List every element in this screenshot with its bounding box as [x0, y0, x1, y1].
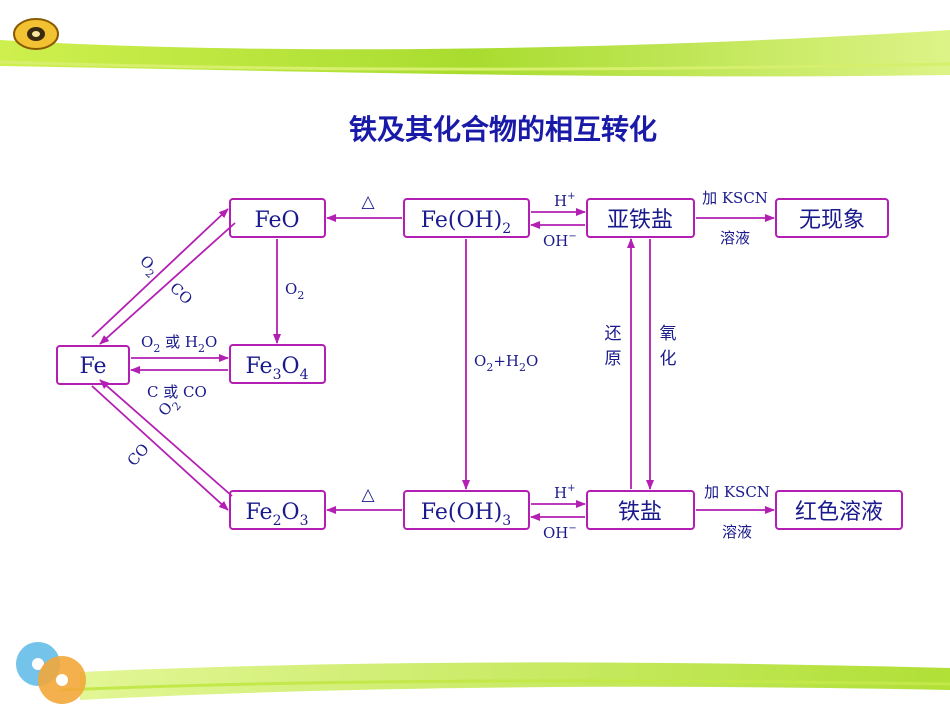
- label-reduce-1: 还: [605, 324, 622, 344]
- label-fe3o4-fe: C 或 CO: [147, 383, 207, 401]
- page-title: 铁及其化合物的相互转化: [349, 113, 657, 146]
- label-reduce-2: 原: [605, 349, 622, 369]
- node-fe3o4: Fe3O4: [229, 344, 326, 384]
- label-fe-fe3o4: O2 或 H2O: [141, 333, 217, 355]
- label-h-plus-top: H+: [554, 191, 575, 210]
- label-heat-bottom: △: [361, 485, 375, 505]
- node-ferric-salt-label: 铁盐: [618, 500, 662, 525]
- disc-decoration: [16, 642, 86, 704]
- arrow-fe2o3-to-fe: [99, 379, 233, 497]
- label-kscn-bottom: 加 KSCN: [704, 483, 770, 501]
- top-decorative-band: [0, 30, 950, 77]
- node-no-change: 无现象: [775, 198, 889, 238]
- label-oh-minus-top: OH−: [543, 231, 577, 250]
- label-h-plus-bottom: H+: [554, 483, 575, 502]
- label-oxidize-2: 化: [660, 349, 677, 369]
- label-fe-feo-o2: O2: [134, 252, 163, 281]
- arrow-fe-to-fe2o3: [91, 385, 229, 511]
- node-feoh3: Fe(OH)3: [403, 490, 530, 530]
- node-fe2o3-label: Fe2O3: [246, 500, 309, 529]
- node-feo: FeO: [229, 198, 326, 238]
- node-feoh2-label: Fe(OH)2: [421, 208, 511, 237]
- node-fe-label: Fe: [79, 354, 106, 379]
- arrow-feo-to-fe: [99, 222, 236, 345]
- node-red-solution-label: 红色溶液: [795, 500, 883, 525]
- label-fe2o3-fe-co: CO: [124, 440, 153, 470]
- label-oh-minus-bottom: OH−: [543, 523, 577, 542]
- label-feo-fe-co: CO: [166, 279, 196, 308]
- label-feoh2-feoh3: O2+H2O: [474, 352, 538, 374]
- node-fe: Fe: [56, 345, 130, 385]
- node-ferrous-salt: 亚铁盐: [586, 198, 695, 238]
- node-feoh2: Fe(OH)2: [403, 198, 530, 238]
- publisher-logo: [13, 18, 59, 50]
- node-red-solution: 红色溶液: [775, 490, 903, 530]
- label-solution-top: 溶液: [720, 229, 750, 247]
- label-solution-bottom: 溶液: [722, 523, 752, 541]
- node-fe3o4-label: Fe3O4: [246, 354, 309, 383]
- label-kscn-top: 加 KSCN: [702, 189, 768, 207]
- node-ferric-salt: 铁盐: [586, 490, 695, 530]
- node-fe2o3: Fe2O3: [229, 490, 326, 530]
- node-feoh3-label: Fe(OH)3: [421, 500, 511, 529]
- label-heat-top: △: [361, 192, 375, 212]
- label-feo-fe3o4-o2: O2: [285, 280, 304, 302]
- node-feo-label: FeO: [254, 208, 299, 233]
- node-ferrous-salt-label: 亚铁盐: [607, 208, 673, 233]
- arrow-fe-to-feo: [91, 208, 229, 338]
- label-oxidize-1: 氧: [660, 324, 677, 344]
- node-no-change-label: 无现象: [799, 208, 865, 233]
